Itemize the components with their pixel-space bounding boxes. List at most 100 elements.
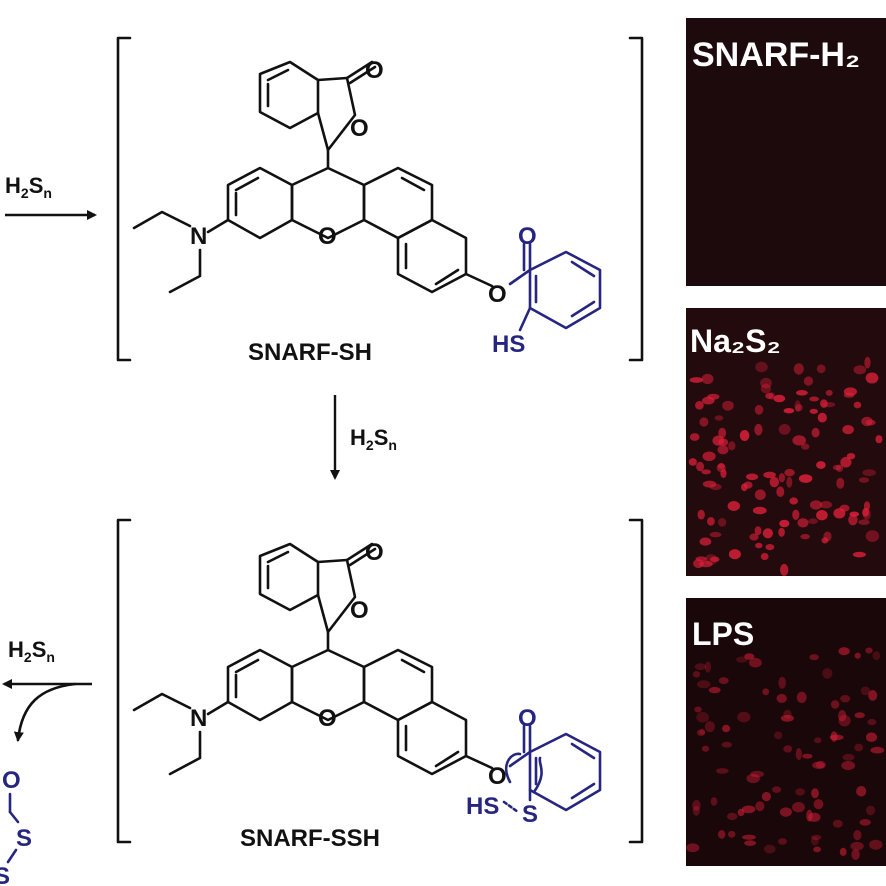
- carbonyl-oxygen: O: [365, 57, 384, 84]
- cell: [689, 433, 700, 441]
- cell: [722, 400, 734, 411]
- cell: [795, 404, 803, 412]
- cell: [695, 401, 704, 410]
- cell: [716, 768, 729, 774]
- cell: [832, 464, 842, 471]
- cell: [852, 551, 866, 558]
- fragment-sulfur-1: S: [16, 825, 32, 852]
- cell: [812, 761, 825, 769]
- cell: [796, 691, 807, 704]
- cell: [778, 424, 791, 435]
- cell: [702, 480, 717, 488]
- cell: [872, 651, 881, 661]
- reagent-label-bottom: H2Sn: [8, 637, 55, 665]
- cell: [853, 830, 862, 841]
- cell: [709, 531, 722, 538]
- cell: [718, 677, 729, 685]
- cell: [694, 706, 702, 713]
- cell: [746, 773, 760, 784]
- cell: [798, 474, 813, 483]
- cell: [864, 356, 871, 369]
- cell: [863, 501, 871, 511]
- cell: [796, 390, 808, 396]
- cell: [849, 511, 860, 517]
- cell: [848, 514, 858, 526]
- cell: [769, 476, 779, 488]
- cell: [741, 483, 748, 492]
- cell: [865, 647, 873, 654]
- cell: [727, 501, 740, 511]
- cell: [809, 396, 819, 402]
- fragment-sulfur-2: S: [0, 863, 10, 886]
- cell: [789, 497, 798, 505]
- cell: [718, 830, 726, 839]
- cell: [763, 471, 776, 479]
- cell: [779, 807, 792, 817]
- cell: [801, 443, 810, 450]
- cell: [840, 456, 852, 468]
- cell: [692, 799, 701, 811]
- cell: [859, 819, 871, 826]
- cell: [875, 435, 883, 444]
- cell: [692, 671, 701, 678]
- bracket-bottom: [116, 518, 644, 844]
- persulfide-hs-label: HS: [466, 793, 499, 820]
- fragment-oxygen: O: [2, 767, 21, 794]
- cell: [839, 504, 850, 512]
- cell: [846, 453, 856, 460]
- cell: [710, 556, 720, 563]
- cell: [749, 657, 762, 668]
- cell: [854, 743, 864, 752]
- panel-title-na2s2: Na₂S₂: [690, 323, 781, 359]
- cell: [786, 476, 793, 488]
- cell: [718, 427, 727, 439]
- released-fragment: O S S: [0, 767, 32, 886]
- cell: [707, 517, 715, 526]
- cell: [795, 748, 802, 760]
- cell-fluorescence: [688, 356, 883, 576]
- panel-background: [686, 18, 886, 286]
- cell: [728, 549, 741, 560]
- thiol-label: HS: [492, 331, 525, 358]
- cell: [768, 392, 776, 400]
- molecule-snarf-sh: O O O N O O HS SNARF-S: [132, 57, 602, 366]
- cell: [778, 838, 787, 845]
- cell: [850, 841, 864, 851]
- cell: [854, 652, 861, 659]
- cell: [821, 537, 829, 544]
- cell: [865, 530, 880, 542]
- cell: [755, 542, 763, 549]
- reaction-arrow-top: H2Sn: [5, 173, 97, 220]
- cell: [816, 364, 826, 374]
- cell: [869, 839, 883, 850]
- cell: [704, 661, 712, 673]
- cell: [830, 700, 840, 709]
- cell: [688, 458, 697, 466]
- cell: [854, 712, 865, 719]
- cell: [778, 527, 785, 537]
- cell: [696, 712, 710, 723]
- cell: [699, 728, 706, 735]
- cell: [701, 373, 714, 385]
- cell: [797, 518, 809, 528]
- cell: [830, 731, 838, 742]
- cell: [811, 788, 819, 799]
- lactone-oxygen: O: [350, 115, 369, 142]
- cell: [806, 809, 813, 822]
- cell: [701, 745, 710, 752]
- cell: [722, 724, 731, 733]
- cell: [760, 383, 772, 394]
- reaction-arrow-middle: H2Sn: [330, 395, 397, 480]
- amine-nitrogen: N: [190, 223, 207, 250]
- cell: [783, 745, 793, 753]
- reagent-label-middle: H2Sn: [350, 425, 397, 453]
- cell: [815, 760, 826, 769]
- cell: [802, 753, 813, 759]
- cell: [842, 425, 854, 435]
- cell: [754, 404, 764, 415]
- cell: [780, 563, 789, 576]
- cell: [838, 715, 851, 727]
- cell: [689, 377, 704, 383]
- cell: [774, 731, 783, 740]
